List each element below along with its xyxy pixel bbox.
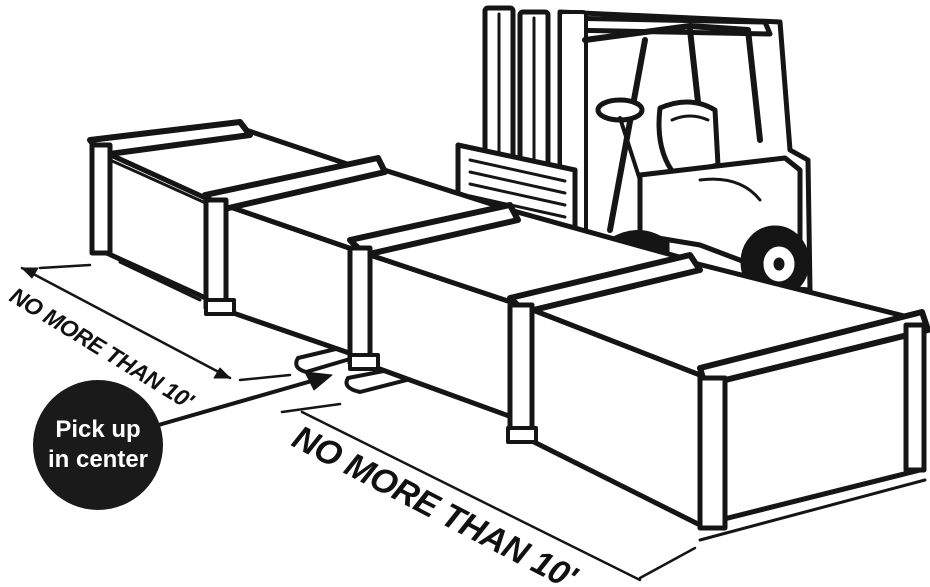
- arrow-head: [305, 372, 332, 390]
- crate-4: [508, 255, 928, 528]
- callout-line-1: Pick up: [55, 416, 140, 443]
- callout-badge: [33, 380, 163, 510]
- callout-line-2: in center: [48, 446, 148, 473]
